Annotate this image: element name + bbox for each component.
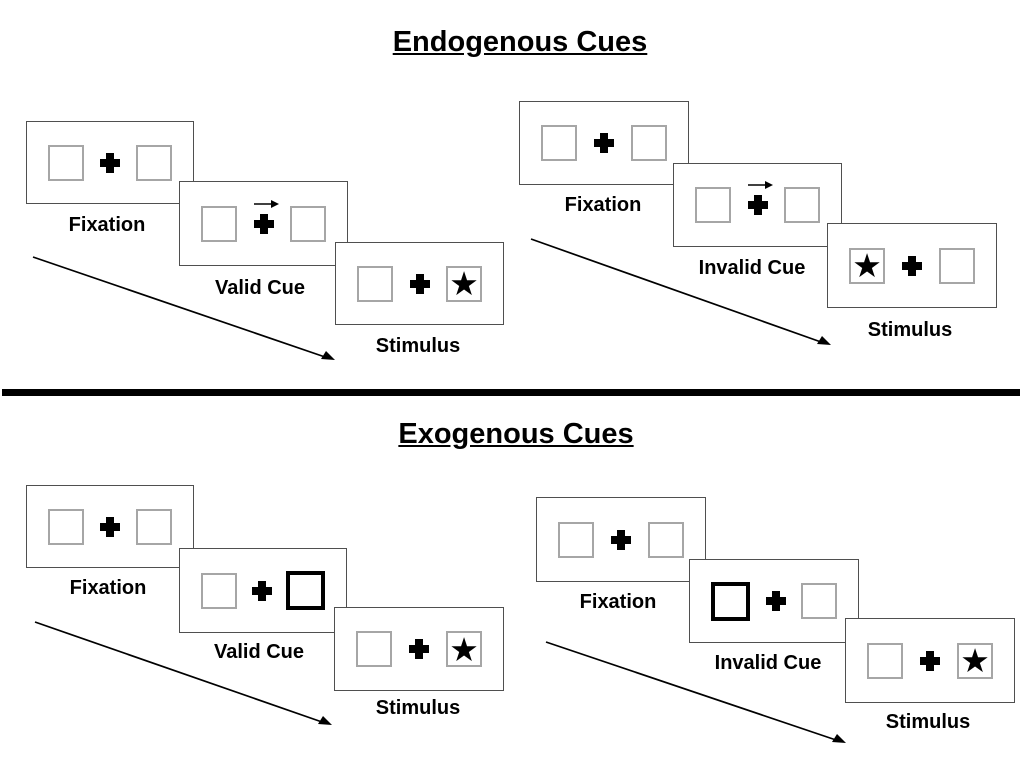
- star-icon: ★: [449, 629, 479, 669]
- right-arrow-cue-icon: [747, 181, 773, 189]
- step-label-valid-cue: Valid Cue: [214, 277, 306, 299]
- left-placeholder-box: [357, 265, 393, 302]
- stimulus-panel: ★: [335, 242, 504, 325]
- step-label-valid-cue: Valid Cue: [213, 641, 305, 663]
- stimulus-panel: ★: [845, 618, 1015, 703]
- fixation-panel: [26, 485, 194, 568]
- right-target-box: ★: [446, 631, 482, 667]
- left-highlighted-cue-box: [711, 581, 750, 621]
- left-placeholder-box: [201, 572, 237, 609]
- fixation-cross-icon: [409, 273, 430, 294]
- fixation-cross-icon: [100, 516, 120, 537]
- timeline-arrow-icon: [34, 621, 332, 725]
- star-icon: ★: [960, 641, 990, 680]
- star-icon: ★: [449, 264, 479, 303]
- fixation-cross-icon: [747, 181, 773, 215]
- fixation-cross-icon: [251, 580, 272, 601]
- left-target-box: ★: [849, 246, 885, 285]
- step-label-fixation: Fixation: [68, 214, 146, 236]
- right-highlighted-cue-box: [286, 571, 325, 610]
- right-placeholder-box: [290, 205, 326, 242]
- step-label-stimulus: Stimulus: [867, 319, 953, 341]
- right-target-box: ★: [446, 264, 482, 303]
- fixation-panel: [26, 121, 194, 204]
- fixation-panel: [536, 497, 706, 582]
- timeline-arrow-icon: [545, 641, 846, 743]
- right-target-box: ★: [957, 641, 993, 680]
- right-placeholder-box: [939, 247, 975, 284]
- fixation-cross-icon: [100, 152, 120, 173]
- left-placeholder-box: [48, 144, 84, 181]
- left-placeholder-box: [541, 125, 577, 161]
- left-placeholder-box: [356, 631, 392, 667]
- step-label-stimulus: Stimulus: [375, 697, 461, 719]
- section-title-endogenous: Endogenous Cues: [392, 26, 648, 58]
- fixation-cross-icon: [253, 199, 279, 234]
- step-label-stimulus: Stimulus: [885, 711, 971, 733]
- invalid-cue-panel: [673, 163, 842, 247]
- stimulus-panel: ★: [827, 223, 997, 308]
- right-placeholder-box: [801, 583, 837, 619]
- valid-cue-panel: [179, 181, 348, 266]
- fixation-cross-icon: [409, 639, 429, 659]
- left-placeholder-box: [867, 642, 903, 679]
- step-label-fixation: Fixation: [564, 194, 642, 216]
- timeline-arrow-icon: [530, 238, 831, 345]
- step-label-invalid-cue: Invalid Cue: [698, 257, 806, 279]
- right-placeholder-box: [136, 508, 172, 545]
- fixation-cross-icon: [765, 591, 786, 611]
- step-label-fixation: Fixation: [69, 577, 147, 599]
- fixation-cross-icon: [920, 650, 940, 671]
- right-placeholder-box: [648, 521, 684, 558]
- right-arrow-cue-icon: [253, 199, 279, 208]
- fixation-cross-icon: [594, 133, 614, 153]
- left-placeholder-box: [558, 521, 594, 558]
- right-placeholder-box: [784, 187, 820, 223]
- fixation-cross-icon: [611, 529, 631, 550]
- left-placeholder-box: [695, 187, 731, 223]
- timeline-arrow-icon: [32, 256, 335, 360]
- step-label-fixation: Fixation: [579, 591, 657, 613]
- left-placeholder-box: [201, 205, 237, 242]
- right-placeholder-box: [631, 125, 667, 161]
- step-label-stimulus: Stimulus: [375, 335, 461, 357]
- star-icon: ★: [852, 246, 882, 285]
- valid-cue-panel: [179, 548, 347, 633]
- invalid-cue-panel: [689, 559, 859, 643]
- fixation-panel: [519, 101, 689, 185]
- stimulus-panel: ★: [334, 607, 504, 691]
- fixation-cross-icon: [902, 255, 922, 276]
- left-placeholder-box: [48, 508, 84, 545]
- section-title-exogenous: Exogenous Cues: [398, 418, 634, 450]
- section-divider: [2, 389, 1020, 396]
- right-placeholder-box: [136, 144, 172, 181]
- step-label-invalid-cue: Invalid Cue: [714, 652, 822, 674]
